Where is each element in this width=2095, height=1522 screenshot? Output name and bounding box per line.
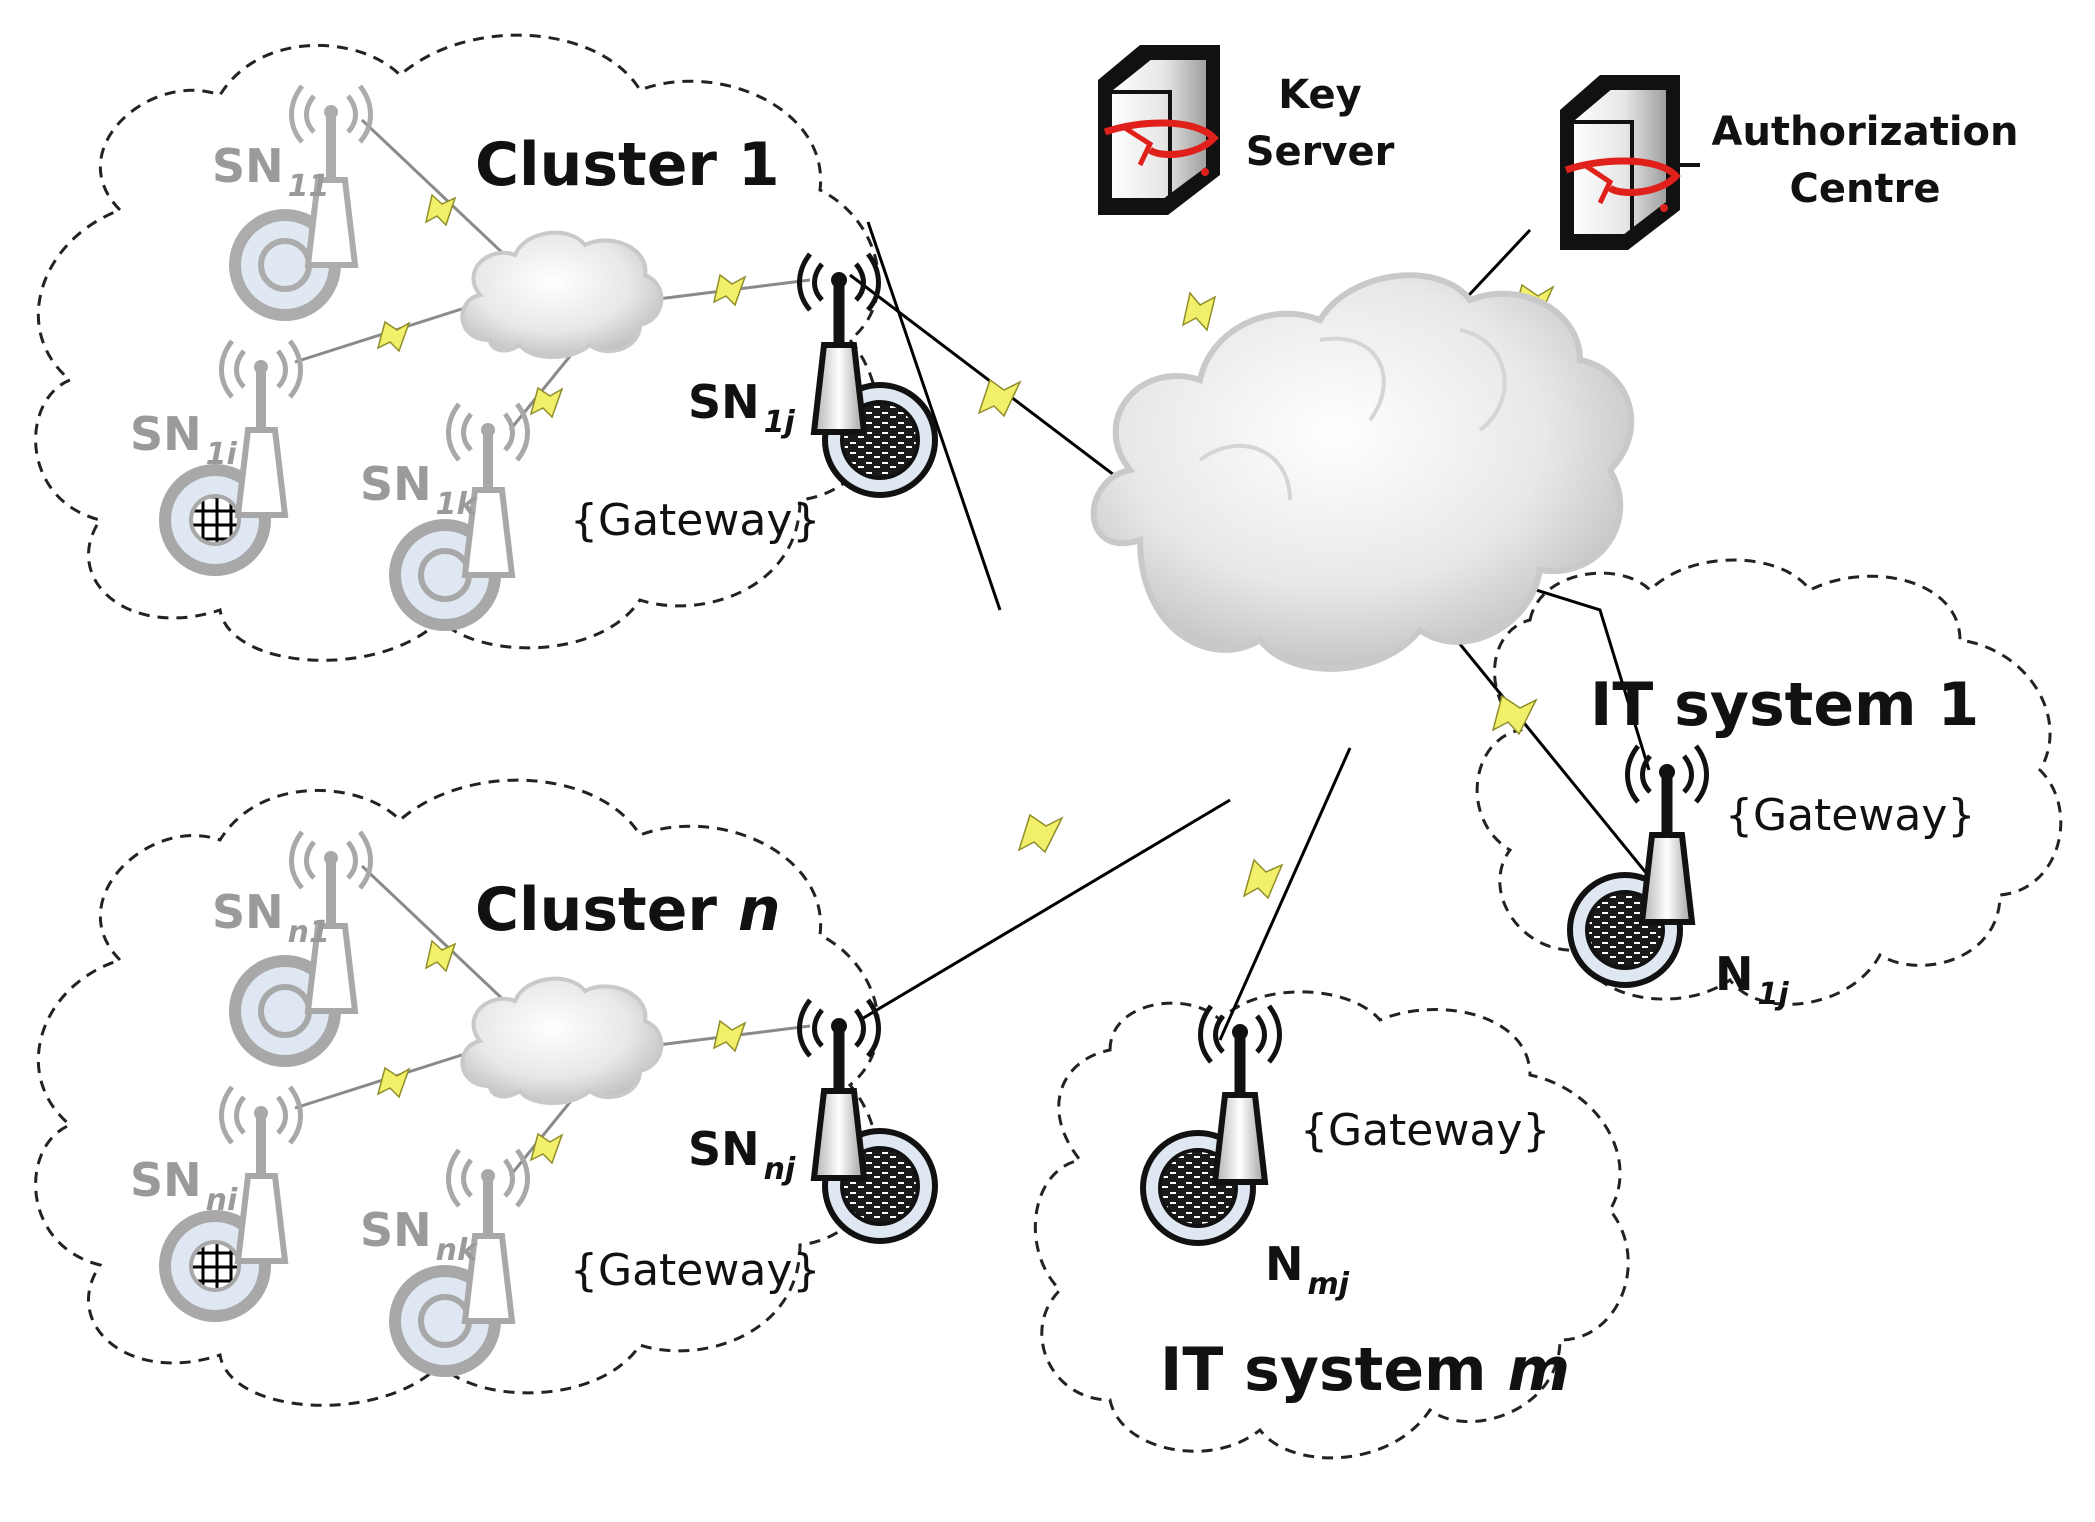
gateway-node-sn1j[interactable] bbox=[797, 252, 938, 498]
key-server-label-line1: Key bbox=[1278, 72, 1362, 118]
it-system-m-title: IT system m bbox=[1160, 1335, 1570, 1405]
authorization-centre-label-line2: Centre bbox=[1790, 166, 1941, 212]
cluster-1-links bbox=[294, 118, 811, 431]
cluster-n-gateway-label: {Gateway} bbox=[570, 1245, 820, 1296]
authorization-centre-label-line1: Authorization bbox=[1711, 109, 2018, 155]
cluster-1-cloud-icon bbox=[460, 230, 664, 359]
authorization-centre-icon bbox=[1560, 75, 1700, 250]
internet-cloud-icon bbox=[1090, 272, 1635, 672]
gateway-node-nmj[interactable] bbox=[1140, 1004, 1282, 1246]
it-system-1-region bbox=[1475, 558, 2063, 1006]
it-system-m-region bbox=[1033, 990, 1630, 1460]
key-server-icon bbox=[1098, 45, 1220, 215]
sensor-node-sn1k[interactable] bbox=[389, 402, 530, 631]
gateway-node-n1j[interactable] bbox=[1567, 744, 1709, 988]
key-server-label-line2: Server bbox=[1246, 129, 1395, 175]
it-system-1-title: IT system 1 bbox=[1590, 670, 1979, 740]
it-system-1-gateway-label: {Gateway} bbox=[1725, 790, 1975, 841]
cluster-1-title: Cluster 1 bbox=[475, 130, 780, 200]
sensor-node-sn-n1[interactable] bbox=[229, 830, 373, 1067]
sensor-node-sn-ni[interactable] bbox=[159, 1085, 303, 1322]
sensor-node-sn11[interactable] bbox=[229, 84, 373, 321]
cluster-1-gateway-label: {Gateway} bbox=[570, 495, 820, 546]
cluster-n-title: Cluster n bbox=[475, 875, 781, 945]
cluster-n-region bbox=[34, 778, 880, 1407]
gateway-node-snnj[interactable] bbox=[797, 998, 938, 1244]
cluster-n-cloud-icon bbox=[460, 976, 664, 1105]
cluster-n-links bbox=[294, 864, 811, 1177]
it-system-m-gateway-label: {Gateway} bbox=[1300, 1105, 1550, 1156]
sensor-node-sn1i[interactable] bbox=[159, 339, 303, 576]
sensor-node-sn-nk[interactable] bbox=[389, 1148, 530, 1377]
